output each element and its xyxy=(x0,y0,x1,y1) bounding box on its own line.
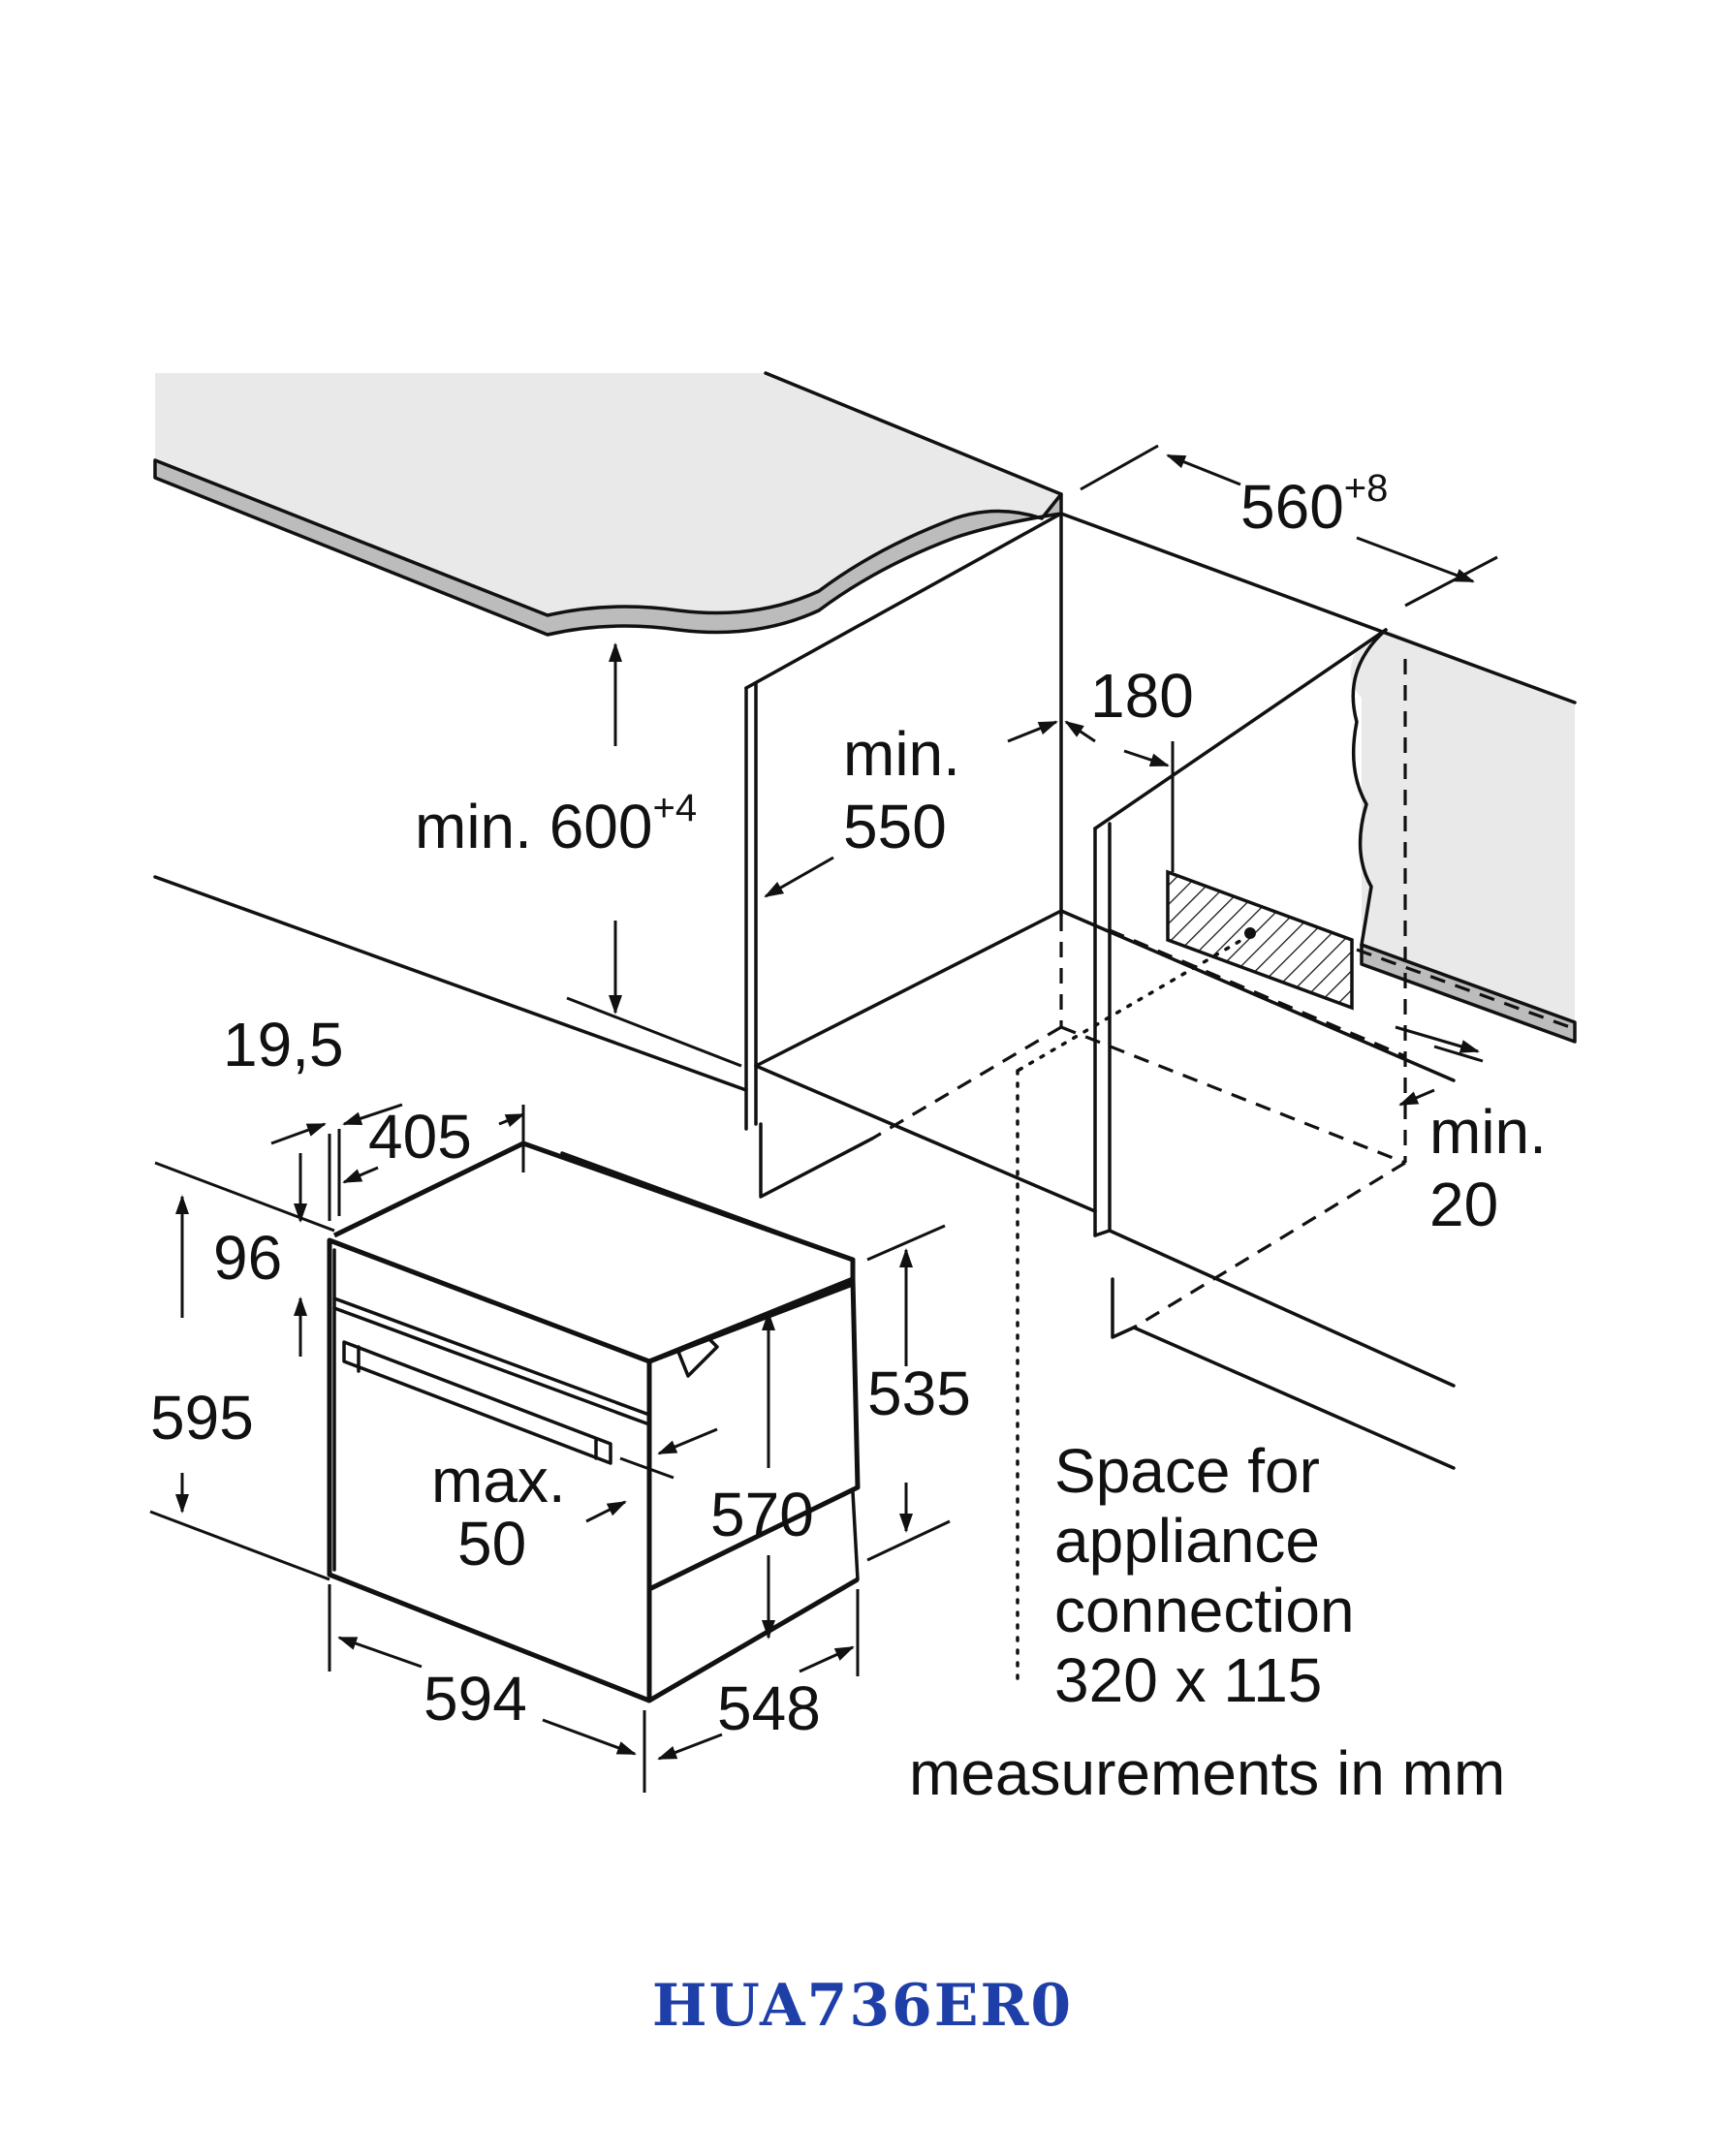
countertop xyxy=(153,371,1063,637)
dim-niche-width: 560+8 xyxy=(1240,467,1388,542)
connection-note-line4: 320 x 115 xyxy=(1054,1645,1322,1715)
connection-box xyxy=(1016,869,1354,1683)
dim-rear-gap-line1: min. xyxy=(1429,1097,1547,1167)
dim-control-height: 96 xyxy=(213,1223,282,1293)
dim-connection-offset: 180 xyxy=(1090,661,1194,731)
dim-body-height: 535 xyxy=(867,1359,971,1428)
dim-total-width: 594 xyxy=(423,1664,527,1734)
dim-cavity-height: 570 xyxy=(710,1480,814,1549)
units-note: measurements in mm xyxy=(909,1738,1505,1808)
dim-niche-height: min. 600+4 xyxy=(415,787,697,861)
dim-door-overhang-line2: 50 xyxy=(457,1509,526,1578)
dim-rear-gap-line2: 20 xyxy=(1429,1170,1498,1239)
model-title: HUA736ER0 xyxy=(651,1972,1074,2040)
cabinet-niche xyxy=(153,512,1571,1470)
dimension-lines xyxy=(149,444,1498,1793)
connection-note-line3: connection xyxy=(1054,1576,1355,1645)
dim-body-depth: 548 xyxy=(717,1673,821,1743)
dim-door-overhang-line1: max. xyxy=(431,1446,566,1515)
dim-cavity-depth: 405 xyxy=(368,1102,472,1172)
oven xyxy=(327,1140,861,1703)
dim-panel-thickness: 19,5 xyxy=(223,1010,344,1079)
connection-note-line2: appliance xyxy=(1054,1506,1320,1576)
dim-total-height: 595 xyxy=(150,1383,254,1453)
dim-niche-depth-line1: min. xyxy=(843,719,960,789)
dim-niche-depth-line2: 550 xyxy=(843,792,947,861)
connection-note-line1: Space for xyxy=(1054,1436,1320,1506)
